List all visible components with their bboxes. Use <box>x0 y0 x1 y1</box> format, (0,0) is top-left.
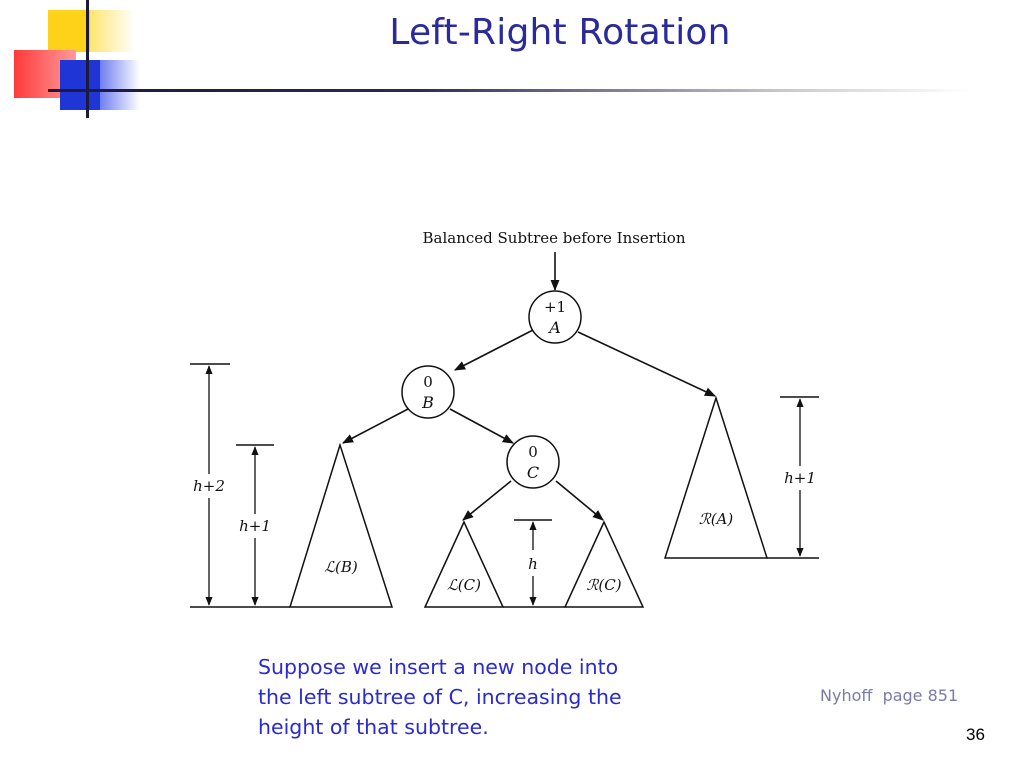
slide-caption: Suppose we insert a new node into the le… <box>258 652 678 742</box>
subtree-lb <box>288 442 394 608</box>
node-a-balance: +1 <box>544 298 566 316</box>
node-b-balance: 0 <box>423 373 433 391</box>
height-label-outer-left: h+2 <box>193 477 225 495</box>
node-a <box>528 290 582 344</box>
subtree-lc <box>423 520 505 608</box>
height-label-middle: h <box>528 555 538 573</box>
node-c-label: C <box>527 463 539 482</box>
node-b <box>401 365 455 419</box>
subtree-rc-label: ℛ(C) <box>586 576 621 594</box>
edge-c-rc <box>555 480 604 521</box>
title-underline <box>48 89 968 92</box>
edge-b-lb <box>342 408 409 444</box>
height-marker-middle <box>503 519 565 608</box>
caption-line: Suppose we insert a new node into <box>258 655 619 679</box>
subtree-lc-label: ℒ(C) <box>447 576 481 594</box>
subtree-rc <box>563 520 645 608</box>
edge-b-c <box>449 408 514 444</box>
page-title: Left-Right Rotation <box>389 12 731 53</box>
slide-logo-decoration <box>0 0 150 120</box>
height-marker-right <box>767 396 819 559</box>
caption-line: height of that subtree. <box>258 715 489 739</box>
height-label-right: h+1 <box>784 469 816 487</box>
edge-c-lc <box>462 480 512 521</box>
subtree-ra <box>663 395 769 559</box>
caption-line: the left subtree of C, increasing the <box>258 685 622 709</box>
node-c <box>506 435 560 489</box>
node-a-label: A <box>547 318 561 337</box>
edge-a-b <box>454 329 534 371</box>
subtree-lb-label: ℒ(B) <box>324 558 358 576</box>
height-label-inner-left: h+1 <box>239 517 271 535</box>
page-number: 36 <box>966 725 985 744</box>
node-b-label: B <box>421 393 434 412</box>
height-marker-inner-left <box>236 444 274 606</box>
diagram-heading: Balanced Subtree before Insertion <box>423 229 686 247</box>
height-marker-outer-left <box>190 363 290 608</box>
subtree-ra-label: ℛ(A) <box>699 510 734 528</box>
edge-a-ra <box>577 331 717 397</box>
citation: Nyhoff page 851 <box>820 686 959 705</box>
node-c-balance: 0 <box>528 443 538 461</box>
